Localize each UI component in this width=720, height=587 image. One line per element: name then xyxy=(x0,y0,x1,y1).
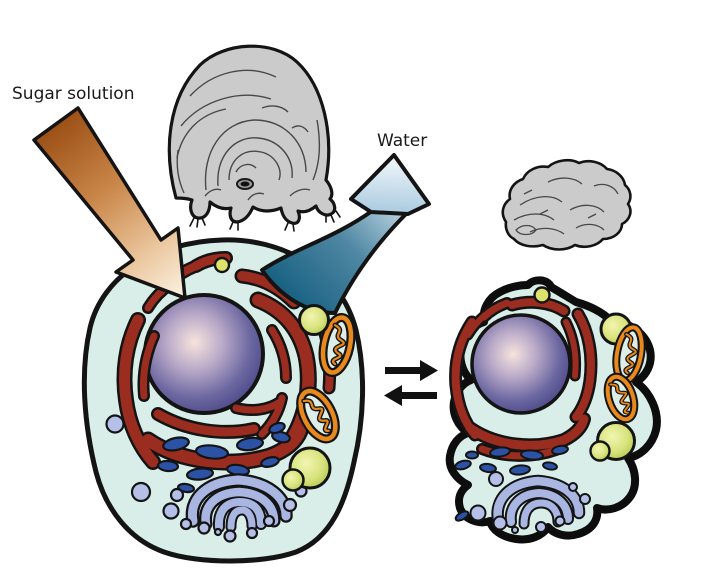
water-arrow-head xyxy=(349,153,431,216)
lysosome-small xyxy=(281,468,305,492)
cell-hydrated xyxy=(81,237,366,564)
arrow-right xyxy=(385,360,438,381)
tardigrade-wrinkles xyxy=(176,69,321,201)
desiccated-nucleus xyxy=(470,313,572,415)
tun-wrinkles xyxy=(513,177,619,236)
water-arrow xyxy=(260,153,431,315)
tardigrade-mouth-opening xyxy=(240,181,250,187)
desiccated-lysosome-small xyxy=(589,440,611,462)
light-vesicles xyxy=(105,414,308,543)
tardigrade-body xyxy=(167,44,337,225)
nucleus xyxy=(143,293,265,415)
tun-body xyxy=(501,158,632,251)
lysosome-top xyxy=(298,304,330,336)
mitochondrion-1 xyxy=(318,312,356,378)
desiccated-dark-blue-vesicles xyxy=(454,444,569,522)
tardigrade-hydrated xyxy=(167,44,341,232)
water-label: Water xyxy=(377,131,427,151)
tardigrade-claws xyxy=(189,210,341,232)
mitochondrion-2 xyxy=(296,386,340,444)
desiccated-light-vesicles xyxy=(469,471,591,534)
desiccated-yellow-dot xyxy=(533,286,551,304)
cell-desiccated xyxy=(445,276,661,544)
tardigrade-tun xyxy=(501,158,632,251)
dark-blue-vesicles xyxy=(156,421,291,494)
desiccated-mitochondrion-2 xyxy=(603,372,639,424)
sugar-solution-arrow xyxy=(32,106,187,300)
water-arrow-shaft xyxy=(260,209,409,315)
arrow-left xyxy=(384,385,437,406)
sugar-solution-label: Sugar solution xyxy=(12,84,135,104)
equilibrium-arrows xyxy=(384,360,438,406)
vesicle-yellow-dot xyxy=(213,256,231,274)
